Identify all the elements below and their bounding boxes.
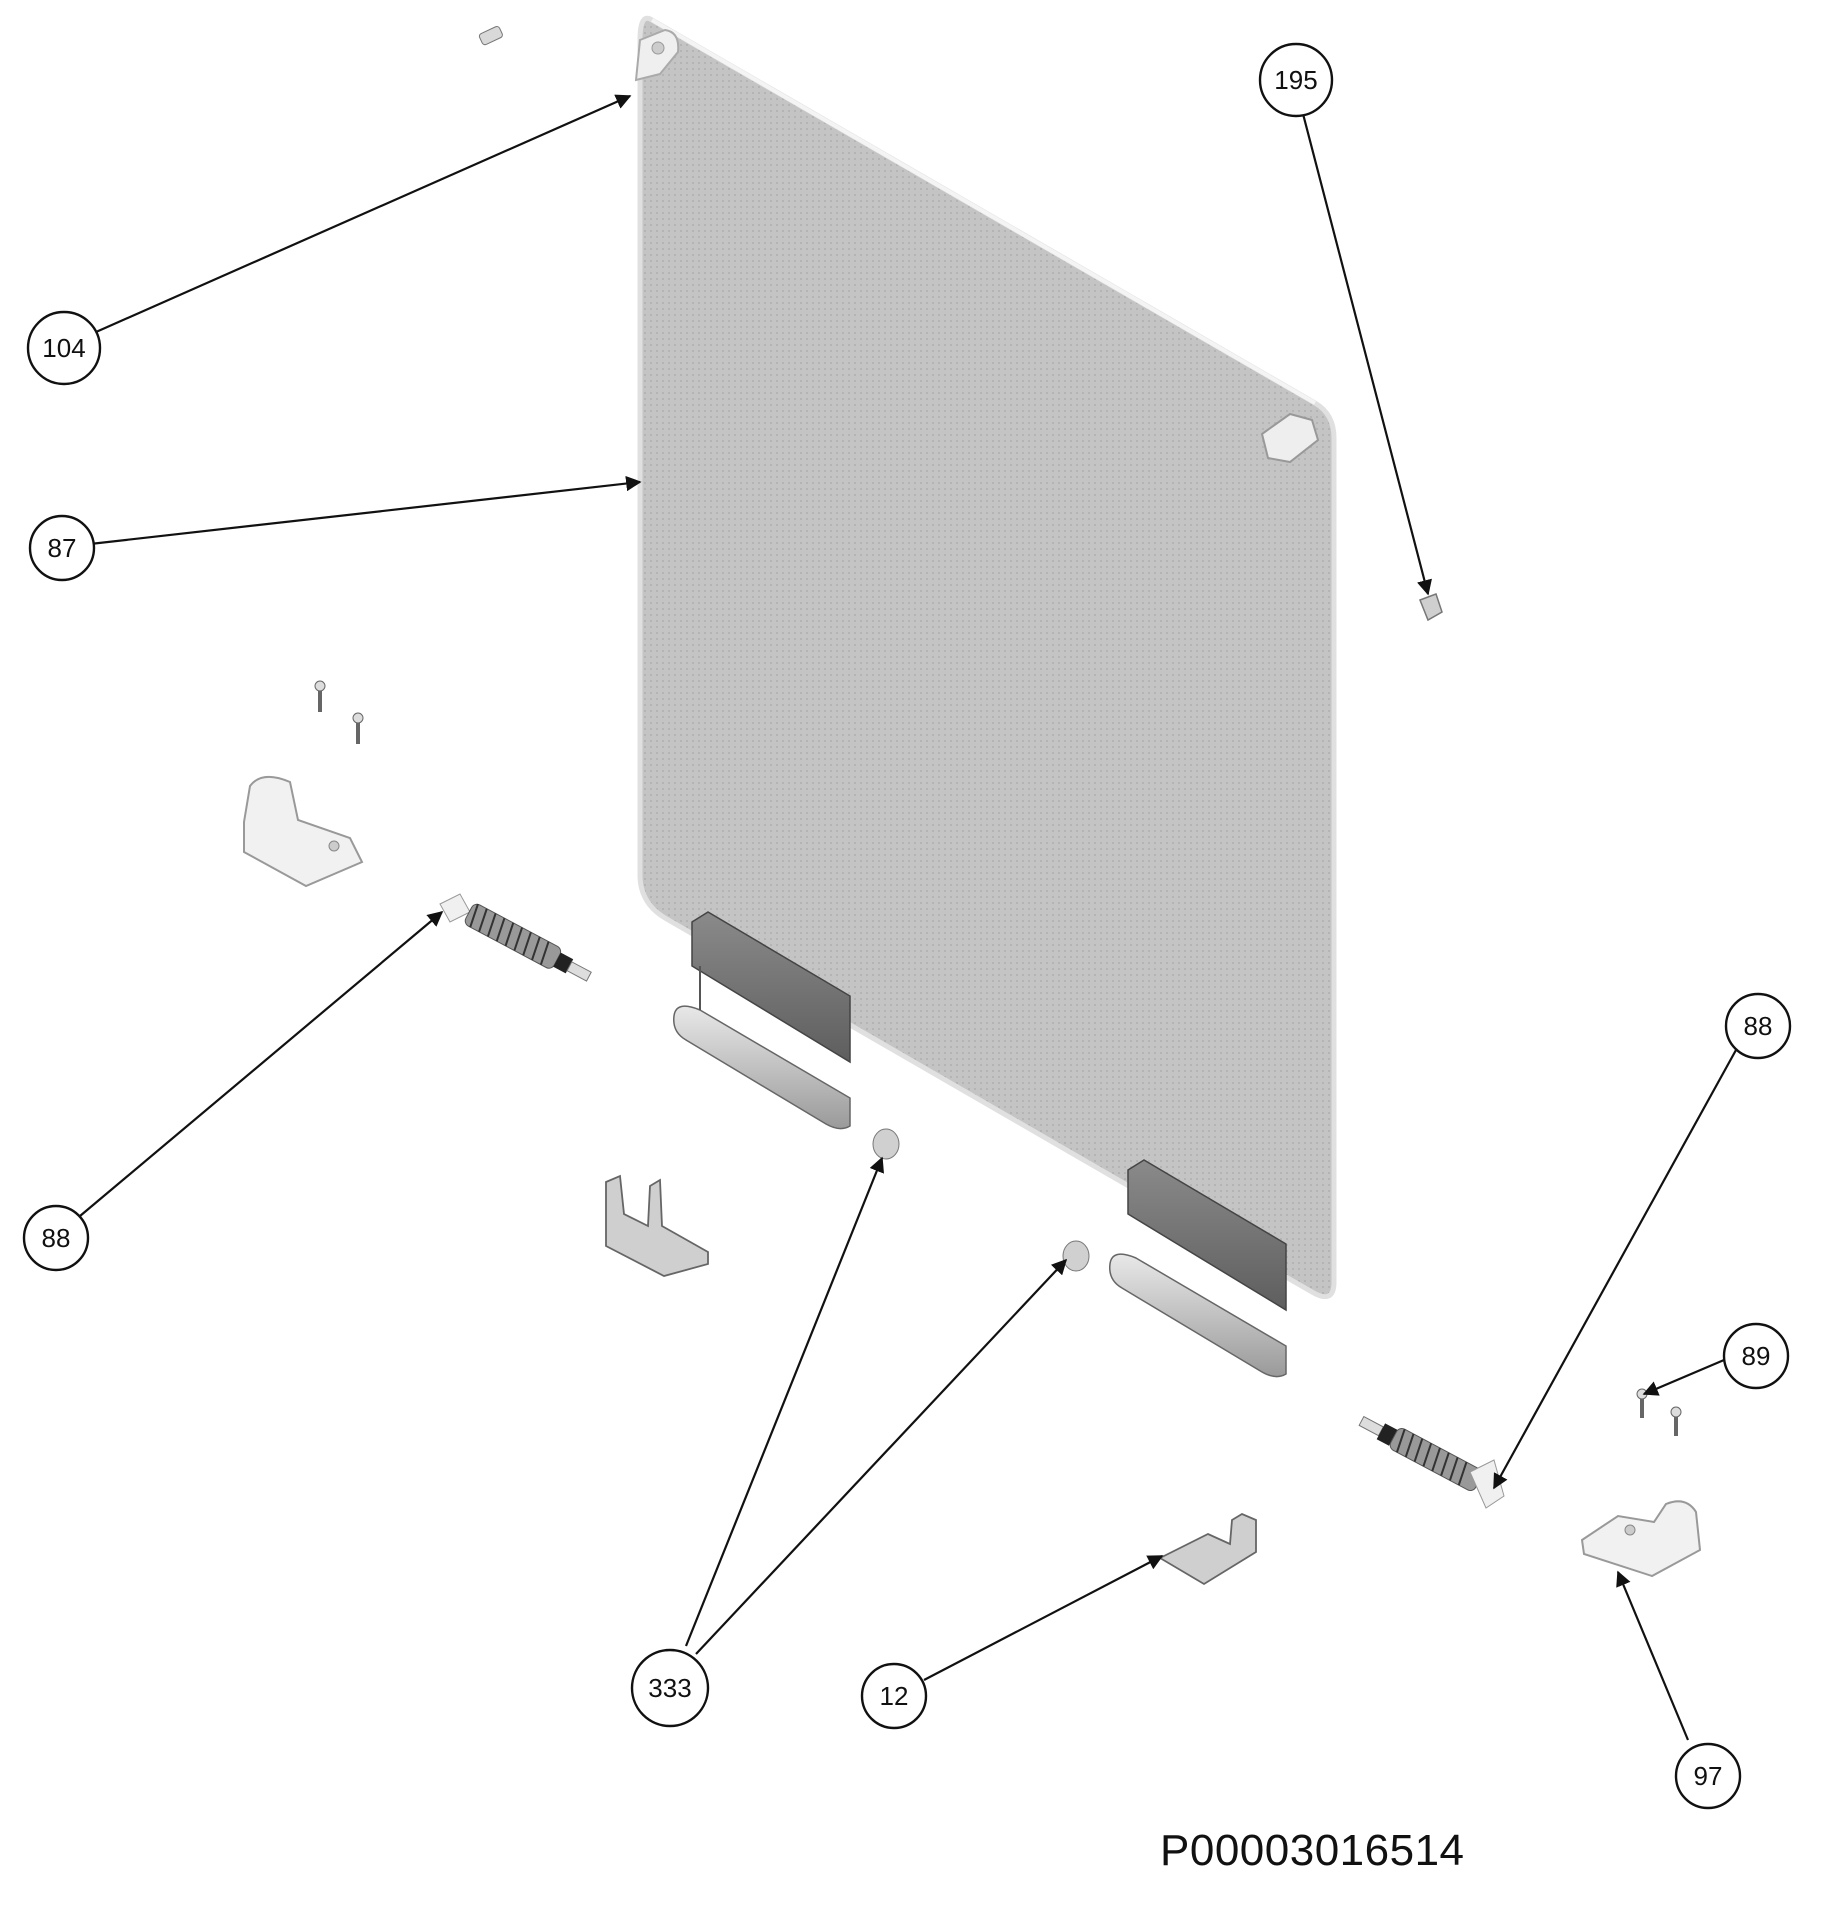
diagram-part-number: P00003016514	[1160, 1826, 1465, 1875]
left-hinge-rail	[673, 911, 851, 1130]
callout-label: 104	[42, 333, 85, 363]
callout-87: 87	[28, 514, 96, 582]
callout-88-right: 88	[1724, 992, 1792, 1060]
glass-panel	[637, 15, 1337, 1300]
bumper-right	[1062, 1240, 1090, 1272]
right-bracket	[1580, 1500, 1702, 1578]
callout-88-left: 88	[22, 1204, 90, 1272]
callout-label: 89	[1742, 1341, 1771, 1371]
callout-label: 195	[1274, 65, 1317, 95]
callout-195: 195	[1258, 42, 1334, 118]
callout-label: 12	[880, 1681, 909, 1711]
callout-label: 97	[1694, 1761, 1723, 1791]
left-bracket	[243, 775, 364, 888]
right-screws	[1636, 1388, 1682, 1436]
left-spring-pin	[439, 893, 592, 982]
callout-label: 88	[42, 1223, 71, 1253]
callout-97: 97	[1674, 1742, 1742, 1810]
top-right-clip	[1260, 412, 1320, 464]
right-small-bracket-12	[1158, 1512, 1257, 1586]
leader-lines	[79, 94, 1737, 1741]
right-spring-pin	[1358, 1415, 1505, 1509]
left-screws	[314, 680, 364, 744]
left-small-bracket	[605, 1174, 709, 1277]
callout-label: 333	[648, 1673, 691, 1703]
bumper-left	[872, 1128, 900, 1160]
callout-333: 333	[630, 1648, 710, 1728]
small-clip-195	[1419, 593, 1443, 622]
callout-12: 12	[860, 1662, 928, 1730]
top-left-clip	[634, 28, 680, 82]
callout-104: 104	[26, 310, 102, 386]
small-screw-top	[478, 25, 503, 46]
callout-89: 89	[1722, 1322, 1790, 1390]
callout-label: 88	[1744, 1011, 1773, 1041]
callout-label: 87	[48, 533, 77, 563]
right-hinge-rail	[1109, 1159, 1287, 1378]
